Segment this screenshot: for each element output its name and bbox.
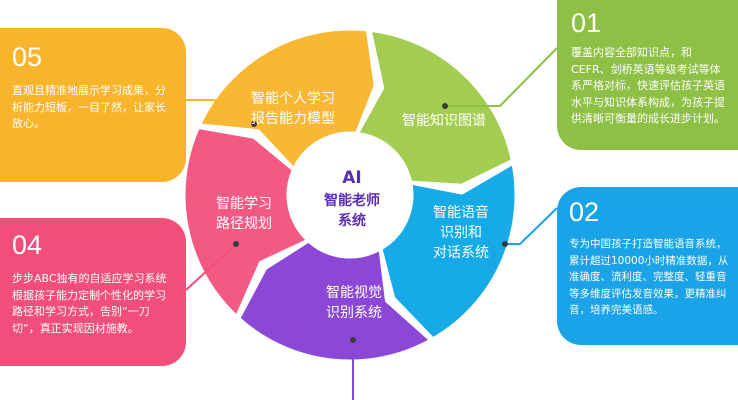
connector-lines <box>185 47 558 400</box>
connector-03-dot <box>350 337 356 343</box>
card-number: 04 <box>12 230 43 260</box>
card-description: 专为中国孩子打造智能语音系统，累计超过10000小时精准数据，从准确度、流利度、… <box>569 238 729 316</box>
seg-path-label: 智能学习 <box>216 196 272 212</box>
seg-vision-arrow <box>237 239 434 363</box>
seg-vision-label: 识别系统 <box>326 305 382 321</box>
connector-04 <box>185 243 237 291</box>
card-number: 02 <box>569 197 600 227</box>
card-02: 02 专为中国孩子打造智能语音系统，累计超过10000小时精准数据，从准确度、流… <box>557 187 738 345</box>
center-title: AI <box>342 168 361 188</box>
seg-report-label: 报告能力模型 <box>251 111 335 127</box>
seg-knowledge-arrow <box>355 28 515 187</box>
connector-04-dot <box>233 241 239 247</box>
connector-02-dot <box>502 241 508 247</box>
seg-knowledge-label: 智能知识图谱 <box>402 112 486 129</box>
card-04: 04 步步ABC独有的自适应学习系统根据孩子能力定制个性化的学习路径和学习方式，… <box>0 218 186 366</box>
card-number: 01 <box>571 8 602 38</box>
card-05: 05 直观且精准地展示学习成果，分析能力短板，一目了然，让家长放心。 <box>0 28 186 182</box>
seg-speech-label: 对话系统 <box>433 245 489 261</box>
card-01: 01 覆盖内容全部知识点，和CEFR、剑桥英语等级考试等体系严格对标，快速评估孩… <box>557 0 738 150</box>
connector-02 <box>505 207 558 245</box>
seg-speech-arrow <box>379 160 518 341</box>
card-number: 05 <box>12 42 43 72</box>
card-description: 覆盖内容全部知识点，和CEFR、剑桥英语等级考试等体系严格对标，快速评估孩子英语… <box>571 46 725 125</box>
connector-01 <box>445 47 558 107</box>
seg-path-arrow <box>182 125 311 319</box>
seg-speech-label: 识别和 <box>440 225 482 241</box>
cycle-segments <box>182 27 518 363</box>
seg-speech-label: 智能语音 <box>433 204 489 221</box>
connector-05 <box>186 99 255 125</box>
center-subtitle: 智能老师 <box>323 192 380 209</box>
seg-report-label: 智能个人学习 <box>251 91 335 107</box>
seg-report-arrow <box>197 27 377 172</box>
center-circle <box>294 139 406 251</box>
card-description: 直观且精准地展示学习成果，分析能力短板，一目了然，让家长放心。 <box>12 84 166 130</box>
connector-05-dot <box>251 121 257 127</box>
connector-01-dot <box>442 103 448 109</box>
seg-vision-label: 智能视觉 <box>326 285 382 301</box>
card-description: 步步ABC独有的自适应学习系统根据孩子能力定制个性化的学习路径和学习方式，告别“… <box>12 272 167 335</box>
seg-path-label: 路径规划 <box>216 216 272 232</box>
center-subtitle-2: 系统 <box>338 212 366 229</box>
